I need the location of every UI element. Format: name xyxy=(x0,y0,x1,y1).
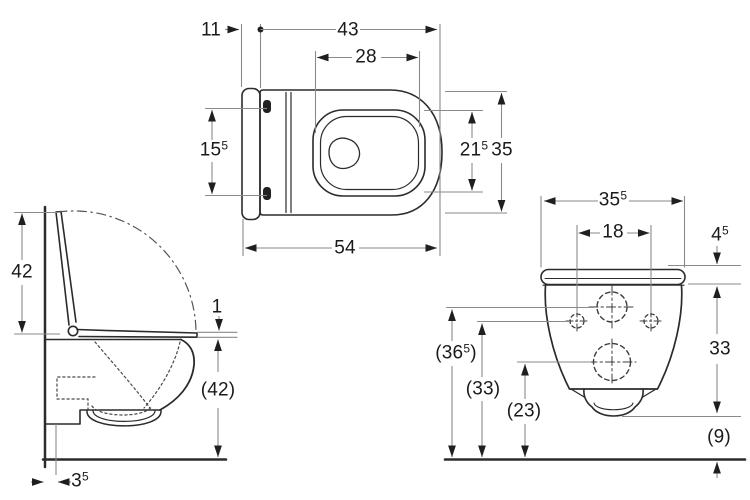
dim-label-lid-offset: 11 xyxy=(200,19,222,41)
outlet-inner-hint xyxy=(593,402,634,411)
trap-inner xyxy=(92,409,156,422)
outlet-webs xyxy=(570,388,657,399)
bowl-front-outline xyxy=(159,338,195,411)
dim-label-outlet-height: (23) xyxy=(506,400,542,422)
dim-label-lid-open-height: 42 xyxy=(11,261,33,283)
dim-label-fixing-centres: 18 xyxy=(602,221,624,243)
hinge-mark-top xyxy=(263,100,271,113)
seat-opening-inner xyxy=(319,115,420,191)
waste-outlet-crosshair xyxy=(587,338,637,386)
top-view-drawing xyxy=(241,87,443,221)
outlet-bucket xyxy=(583,388,644,417)
dim-label-bottom-clearance: (9) xyxy=(707,426,731,448)
dimension-lines-top xyxy=(205,24,507,256)
connection-points xyxy=(565,285,663,386)
fixing-hole-right-crosshair xyxy=(639,309,663,333)
dim-label-water-inlet-height: (365) xyxy=(435,341,477,364)
dim-label-hinge-spacing: 155 xyxy=(199,138,229,161)
dim-label-bowl-length: 43 xyxy=(337,19,359,41)
dim-label-fixing-height: (33) xyxy=(465,378,501,400)
bowl-underside xyxy=(45,409,161,425)
trap-outer xyxy=(86,409,162,427)
dimension-lines-side xyxy=(14,211,238,486)
water-spot xyxy=(328,137,361,170)
side-view-drawing xyxy=(41,205,228,469)
rear-view-drawing xyxy=(443,268,747,461)
dim-label-seat-thickness: 1 xyxy=(211,296,223,318)
dim-label-seat-lid-stack: 45 xyxy=(711,223,729,246)
hidden-contours xyxy=(56,341,181,416)
dim-label-outer-width: 35 xyxy=(491,139,513,161)
dim-label-inner-width: 28 xyxy=(355,46,377,68)
seat-hinge xyxy=(67,325,79,337)
dim-label-inner-length: 215 xyxy=(459,138,489,161)
seat-lid-bar xyxy=(540,268,686,286)
dim-label-wall-clearance: 35 xyxy=(71,469,89,492)
water-inlet-crosshair xyxy=(588,285,636,329)
seat-ring-lines xyxy=(285,91,292,214)
hinge-mark-bottom xyxy=(263,187,271,200)
lid-swing-arc xyxy=(57,210,197,334)
dimension-lines-rear xyxy=(446,196,741,478)
body-outline-rear xyxy=(544,284,683,390)
toilet-seat-side xyxy=(76,328,198,338)
toilet-lid-open xyxy=(55,210,77,326)
seat-opening-outer xyxy=(312,109,426,197)
dim-label-body-height: 33 xyxy=(709,338,731,360)
dim-label-total-depth: 54 xyxy=(334,237,356,259)
dim-label-seat-width: 355 xyxy=(598,188,628,211)
dim-label-rim-height: (42) xyxy=(200,379,236,401)
